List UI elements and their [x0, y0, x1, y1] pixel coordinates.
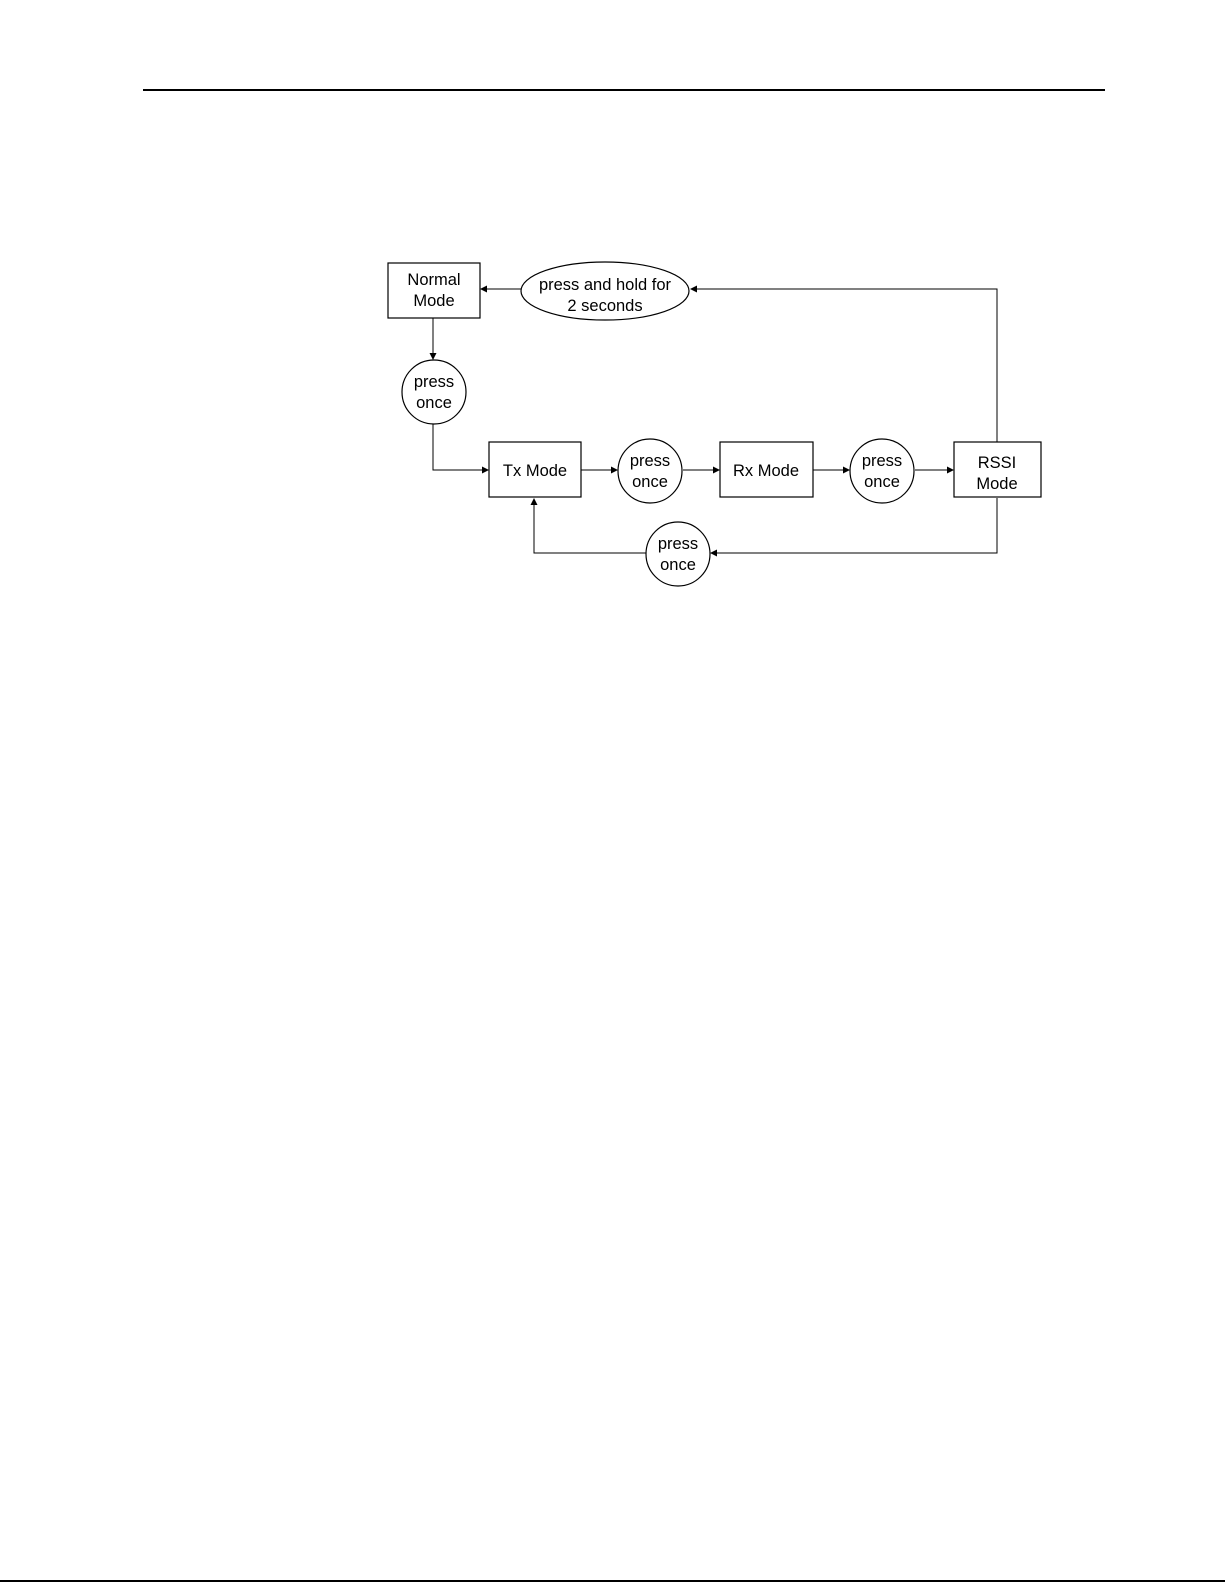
- node-tx-mode-line-1: Tx Mode: [503, 462, 567, 480]
- node-press-once-4: press once: [646, 522, 710, 586]
- node-press-once-2: press once: [618, 439, 682, 503]
- edge-rssi-to-hold: [697, 289, 997, 442]
- node-hold-line-1: press and hold for: [539, 276, 672, 294]
- diagram-edges: [430, 286, 998, 557]
- node-press-once-2-line-1: press: [630, 452, 670, 470]
- node-press-once-3-line-2: once: [864, 473, 900, 491]
- arrowhead: [482, 467, 489, 474]
- node-tx-mode: Tx Mode: [489, 442, 581, 497]
- node-press-once-2-line-2: once: [632, 473, 668, 491]
- arrowhead: [947, 467, 954, 474]
- node-press-once-1-line-2: once: [416, 394, 452, 412]
- node-rx-mode-line-1: Rx Mode: [733, 462, 799, 480]
- node-press-once-4-line-2: once: [660, 556, 696, 574]
- arrowhead: [713, 467, 720, 474]
- edge-press-once-4-to-tx: [534, 505, 646, 553]
- node-press-once-3: press once: [850, 439, 914, 503]
- node-rssi-mode-line-2: Mode: [976, 475, 1017, 493]
- node-press-once-1-line-1: press: [414, 373, 454, 391]
- arrowhead: [611, 467, 618, 474]
- node-press-once-3-line-1: press: [862, 452, 902, 470]
- node-press-once-4-line-1: press: [658, 535, 698, 553]
- arrowhead: [710, 550, 717, 557]
- node-normal-mode-line-2: Mode: [413, 292, 454, 310]
- arrowhead: [843, 467, 850, 474]
- node-rssi-mode-line-1: RSSI: [978, 454, 1017, 472]
- node-press-once-1: press once: [402, 360, 466, 424]
- node-rssi-mode: RSSI Mode: [954, 442, 1041, 497]
- node-normal-mode-line-1: Normal: [407, 271, 460, 289]
- node-hold-2-seconds: press and hold for 2 seconds: [521, 262, 689, 320]
- node-rx-mode: Rx Mode: [720, 442, 813, 497]
- arrowhead: [531, 498, 538, 505]
- arrowhead: [690, 286, 697, 293]
- edge-press-once-1-to-tx: [433, 423, 482, 470]
- arrowhead: [430, 353, 437, 360]
- node-hold-line-2: 2 seconds: [567, 297, 642, 315]
- edge-rssi-to-press-once-4: [717, 498, 997, 553]
- footer-rule: [0, 1580, 1225, 1582]
- arrowhead: [480, 286, 487, 293]
- node-normal-mode: Normal Mode: [388, 263, 480, 318]
